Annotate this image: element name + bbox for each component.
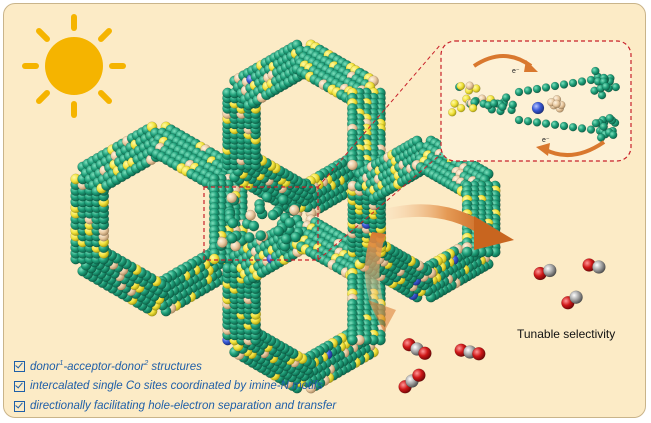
inset-panel: e⁻ e⁻ (440, 40, 632, 162)
checkbox-icon (14, 400, 25, 412)
checkbox-icon (14, 380, 25, 392)
feature-list: donor1-acceptor-donor2 structures interc… (14, 356, 444, 416)
curved-arrow-down-icon (364, 232, 396, 332)
electron-label-top: e⁻ (512, 68, 520, 75)
callout-line-bottom (317, 153, 442, 261)
electron-label-bottom: e⁻ (542, 137, 550, 144)
feature-text: directionally facilitating hole-electron… (30, 400, 337, 412)
gas-molecules (398, 258, 606, 394)
sun-icon (22, 14, 126, 118)
feature-item: donor1-acceptor-donor2 structures (14, 356, 444, 376)
feature-text: donor1-acceptor-donor2 structures (30, 359, 202, 373)
feature-item: intercalated single Co sites coordinated… (14, 376, 444, 396)
selection-box (203, 186, 319, 261)
tunable-selectivity-label: Tunable selectivity (517, 327, 616, 341)
electron-arrow-bottom (536, 140, 606, 158)
inset-molecule (448, 66, 620, 142)
scene: e⁻ e⁻ (22, 14, 632, 394)
electron-arrow-top (472, 54, 538, 72)
checkbox-icon (14, 360, 25, 372)
cof-framework (70, 39, 501, 394)
feature-item: directionally facilitating hole-electron… (14, 396, 444, 416)
callout-line-top (317, 43, 442, 188)
curved-arrow-icon (384, 204, 514, 250)
feature-text: intercalated single Co sites coordinated… (30, 380, 323, 392)
figure-frame: e⁻ e⁻ Tunable selectivity donor1-accepto… (3, 3, 646, 418)
